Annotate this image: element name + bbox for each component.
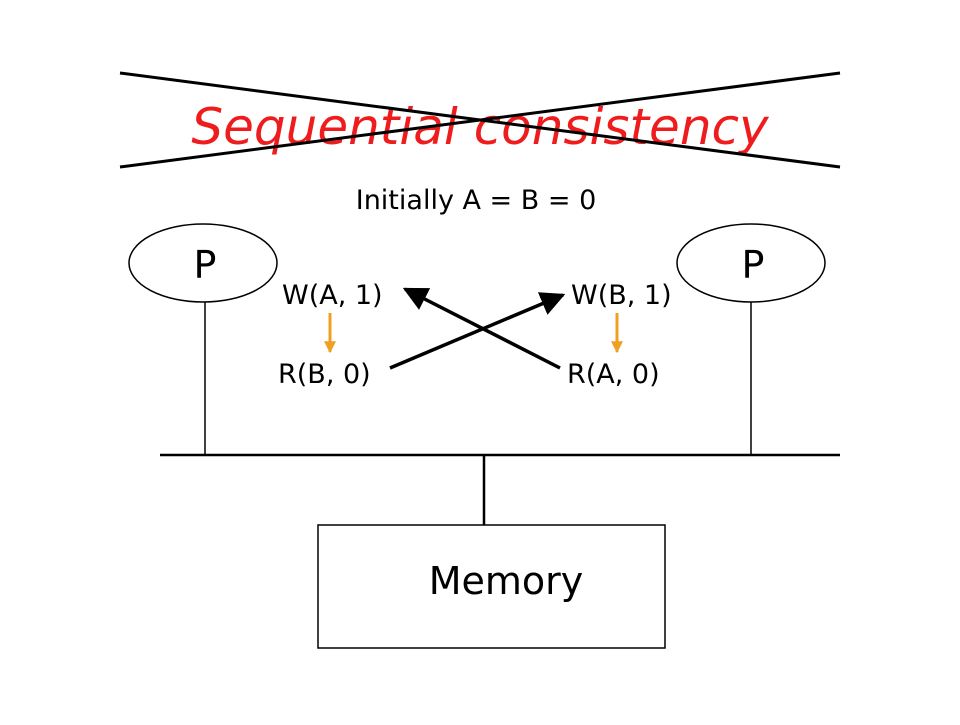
initial-condition-text: Initially A = B = 0: [356, 185, 597, 216]
processor-right-label: P: [742, 243, 765, 287]
processor-left: P: [128, 223, 278, 303]
op-right-read: R(A, 0): [567, 359, 660, 390]
op-right-write: W(B, 1): [571, 280, 672, 311]
processor-left-label: P: [194, 243, 217, 287]
op-left-read: R(B, 0): [278, 359, 371, 390]
memory-label: Memory: [429, 559, 584, 603]
memory-box: Memory: [317, 524, 666, 649]
op-left-write: W(A, 1): [282, 280, 383, 311]
dependency-arrow-rb-to-wb: [389, 292, 566, 370]
processor-right: P: [676, 223, 826, 303]
x-cross-out-icon: [119, 71, 841, 169]
